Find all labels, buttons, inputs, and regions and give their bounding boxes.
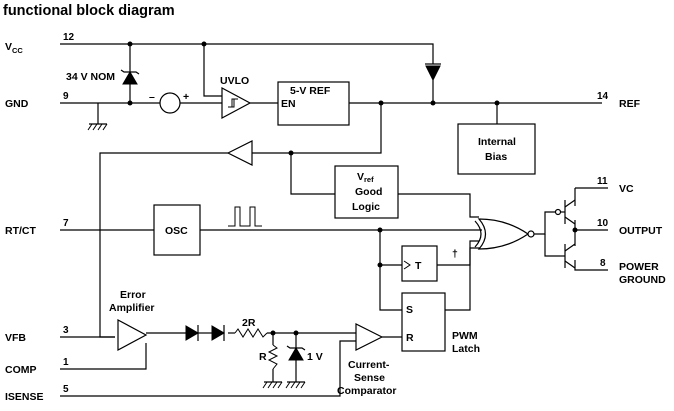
vcc-ref-diode-symbol [425,63,441,82]
diode-2-symbol [198,325,225,341]
output-transistor-lower [560,243,576,269]
pin-label-rtct: RT/CT [5,225,36,237]
pwm-latch-label-2: Latch [452,343,480,355]
osc-block [153,204,201,256]
ref-en-label: EN [281,98,296,110]
pin-label-isense: ISENSE [5,391,44,403]
pin-label-comp: COMP [5,364,37,376]
ref-5v-label: 5-V REF [290,85,331,97]
pin-number-rtct: 7 [63,218,69,229]
toggle-label: T [415,260,422,272]
toggle-dagger-mark: † [452,248,458,260]
error-amp-label-2: Amplifier [109,302,155,314]
pin-number-pground: 8 [600,258,606,269]
cs-comparator-label-2: Sense [354,372,385,384]
nor-gate [474,218,535,250]
internal-bias-label-2: Bias [485,151,507,163]
vref-good-label-3: Logic [352,201,380,213]
pin-label-vc: VC [619,183,634,195]
resistor-2r-symbol [234,328,268,338]
resistor-r-symbol [267,344,279,370]
zener-1v-symbol [286,345,306,361]
toggle-clock-icon [403,260,411,270]
cs-comparator-label-3: Comparator [337,385,397,397]
junction-dots [127,41,578,336]
uvlo-comparator [221,86,252,120]
current-sense-comparator [355,323,384,351]
zener-34v-label: 34 V NOM [66,71,115,83]
pin-label-pground-line2: GROUND [619,274,666,286]
resistor-r-label: R [259,351,267,363]
pin-label-vcc: VCC [5,41,23,55]
resistor-2r-label: 2R [242,317,256,329]
source-plus-label: + [183,91,189,103]
vref-good-label-2: Good [355,186,382,198]
latch-r-label: R [406,332,414,344]
osc-label: OSC [165,225,188,237]
ref-5v-block [277,81,350,126]
vref-good-label-1: Vref [357,171,374,184]
pwm-latch-label-1: PWM [452,330,478,342]
buffer-triangle [226,140,253,166]
latch-s-label: S [406,304,413,316]
cs-comparator-label-1: Current- [348,359,390,371]
pin-number-vcc: 12 [63,32,75,43]
pin-number-gnd: 9 [63,91,69,102]
internal-bias-block [457,123,536,175]
zener-1v-label: 1 V [307,351,323,363]
pin-label-output: OUTPUT [619,225,663,237]
error-amp-label-1: Error [120,289,146,301]
pulse-waveform-icon [228,206,262,227]
output-transistor-upper [554,199,576,225]
pin-number-vc: 11 [597,176,608,187]
diagram-title: functional block diagram [3,3,175,19]
pwm-latch-block [401,292,446,352]
pin-label-pground-line1: POWER [619,261,659,273]
pin-number-comp: 1 [63,357,69,368]
pin-label-ref: REF [619,98,641,110]
vref-good-logic-block [334,165,399,219]
zener-34v-symbol [120,69,140,85]
diode-1-symbol [185,325,199,341]
ground-icon [262,381,283,389]
pin-number-vfb: 3 [63,325,69,336]
pin-number-output: 10 [597,218,609,229]
pin-label-vfb: VFB [5,332,26,344]
ground-icon [285,381,306,389]
wires [60,43,608,397]
error-amplifier [117,318,148,352]
ground-icon [87,123,108,131]
uvlo-label: UVLO [220,75,249,87]
internal-bias-label-1: Internal [478,136,516,148]
voltage-source-symbol: – + [149,91,189,114]
nor-bubble [527,230,535,238]
source-minus-label: – [149,91,155,103]
pin-label-gnd: GND [5,98,29,110]
pin-number-isense: 5 [63,384,69,395]
pin-number-ref: 14 [597,91,609,102]
